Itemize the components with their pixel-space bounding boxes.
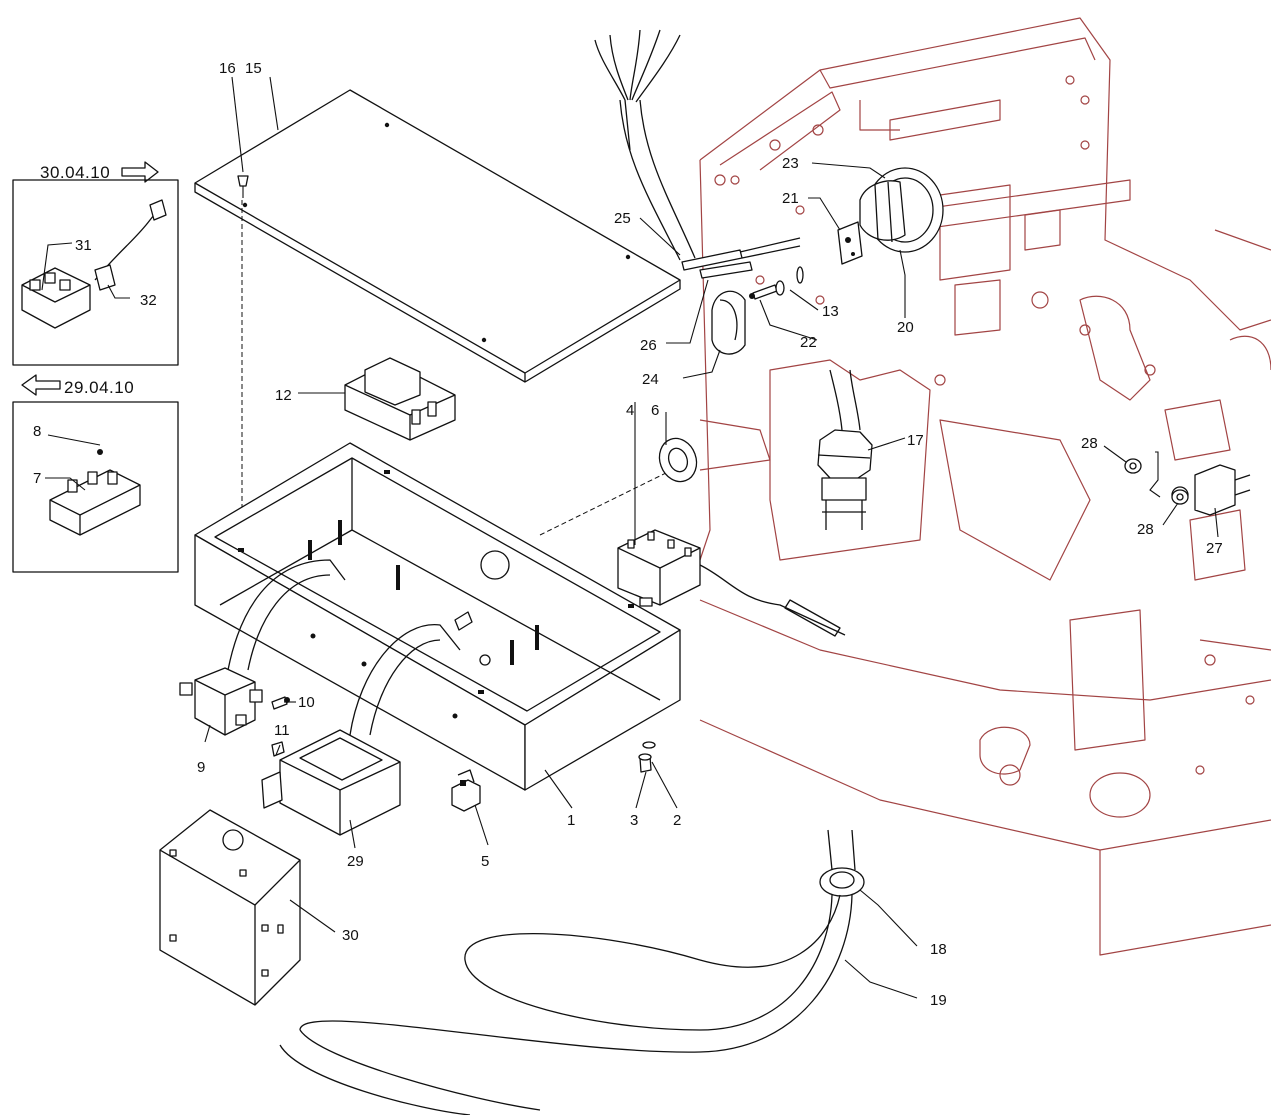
inset-old-version bbox=[12, 401, 179, 573]
grommet-6 bbox=[658, 437, 698, 483]
callout-7: 7 bbox=[33, 470, 41, 487]
inset-new-version bbox=[12, 179, 179, 366]
transformer-29 bbox=[261, 729, 401, 836]
cable-gland-18 bbox=[819, 829, 865, 897]
switch-5 bbox=[451, 769, 481, 812]
leader-lines bbox=[41, 76, 1219, 999]
callout-32: 32 bbox=[140, 292, 157, 309]
machine-frame bbox=[699, 17, 1271, 956]
screw-2 bbox=[642, 741, 656, 749]
inset-dates: 30.04.10 29.04.10 bbox=[40, 163, 134, 397]
callout-1: 1 bbox=[567, 812, 575, 829]
callout-10: 10 bbox=[298, 694, 315, 711]
callout-11: 11 bbox=[274, 722, 290, 739]
callout-24: 24 bbox=[642, 371, 659, 388]
callout-22: 22 bbox=[800, 334, 817, 351]
pushbutton-27 bbox=[1171, 464, 1251, 516]
cable-25 bbox=[594, 29, 801, 279]
callout-27: 27 bbox=[1206, 540, 1223, 557]
callout-28-top: 28 bbox=[1081, 435, 1098, 452]
callout-12: 12 bbox=[275, 387, 292, 404]
inset-old-date: 29.04.10 bbox=[64, 378, 134, 397]
callout-labels: 16 15 12 4 6 17 8 7 31 32 10 9 11 29 5 1… bbox=[33, 60, 1223, 1009]
transformer-12 bbox=[344, 357, 456, 441]
callout-8: 8 bbox=[33, 423, 41, 440]
callout-20: 20 bbox=[897, 319, 914, 336]
callout-18: 18 bbox=[930, 941, 947, 958]
callout-16: 16 bbox=[219, 60, 236, 77]
callout-23: 23 bbox=[782, 155, 799, 172]
selector-switch-assembly bbox=[837, 167, 944, 265]
callout-25: 25 bbox=[614, 210, 631, 227]
screw-3 bbox=[638, 753, 652, 773]
nut-28-bottom bbox=[1171, 489, 1189, 505]
screw-10 bbox=[271, 696, 290, 710]
nut-28-top bbox=[1124, 458, 1142, 474]
lid-panel bbox=[194, 89, 681, 383]
callout-26: 26 bbox=[640, 337, 657, 354]
washer-13 bbox=[775, 266, 804, 296]
callout-4: 4 bbox=[626, 402, 634, 419]
callout-9: 9 bbox=[197, 759, 205, 776]
callout-5: 5 bbox=[481, 853, 489, 870]
callout-19: 19 bbox=[930, 992, 947, 1009]
straps bbox=[227, 559, 461, 736]
callout-15: 15 bbox=[245, 60, 262, 77]
inset-new-date: 30.04.10 bbox=[40, 163, 110, 182]
arrow-left-icon bbox=[21, 374, 61, 396]
screw-16 bbox=[237, 175, 249, 198]
callout-21: 21 bbox=[782, 190, 799, 207]
screw-22 bbox=[749, 284, 778, 300]
power-cord-19 bbox=[279, 894, 853, 1115]
enclosure-box bbox=[194, 442, 681, 791]
axis-4-6 bbox=[539, 469, 673, 536]
callout-28-bottom: 28 bbox=[1137, 521, 1154, 538]
callout-6: 6 bbox=[651, 402, 659, 419]
knob-24 bbox=[711, 290, 746, 355]
callout-29: 29 bbox=[347, 853, 364, 870]
gland-17 bbox=[817, 369, 873, 530]
callout-13: 13 bbox=[822, 303, 839, 320]
callout-17: 17 bbox=[907, 432, 924, 449]
callout-31: 31 bbox=[75, 237, 92, 254]
callout-3: 3 bbox=[630, 812, 638, 829]
callout-2: 2 bbox=[673, 812, 681, 829]
relay-9 bbox=[179, 667, 263, 736]
callout-30: 30 bbox=[342, 927, 359, 944]
arrow-right-icon bbox=[121, 161, 159, 183]
thermostat-4 bbox=[617, 529, 846, 637]
cover-30 bbox=[159, 809, 301, 1006]
